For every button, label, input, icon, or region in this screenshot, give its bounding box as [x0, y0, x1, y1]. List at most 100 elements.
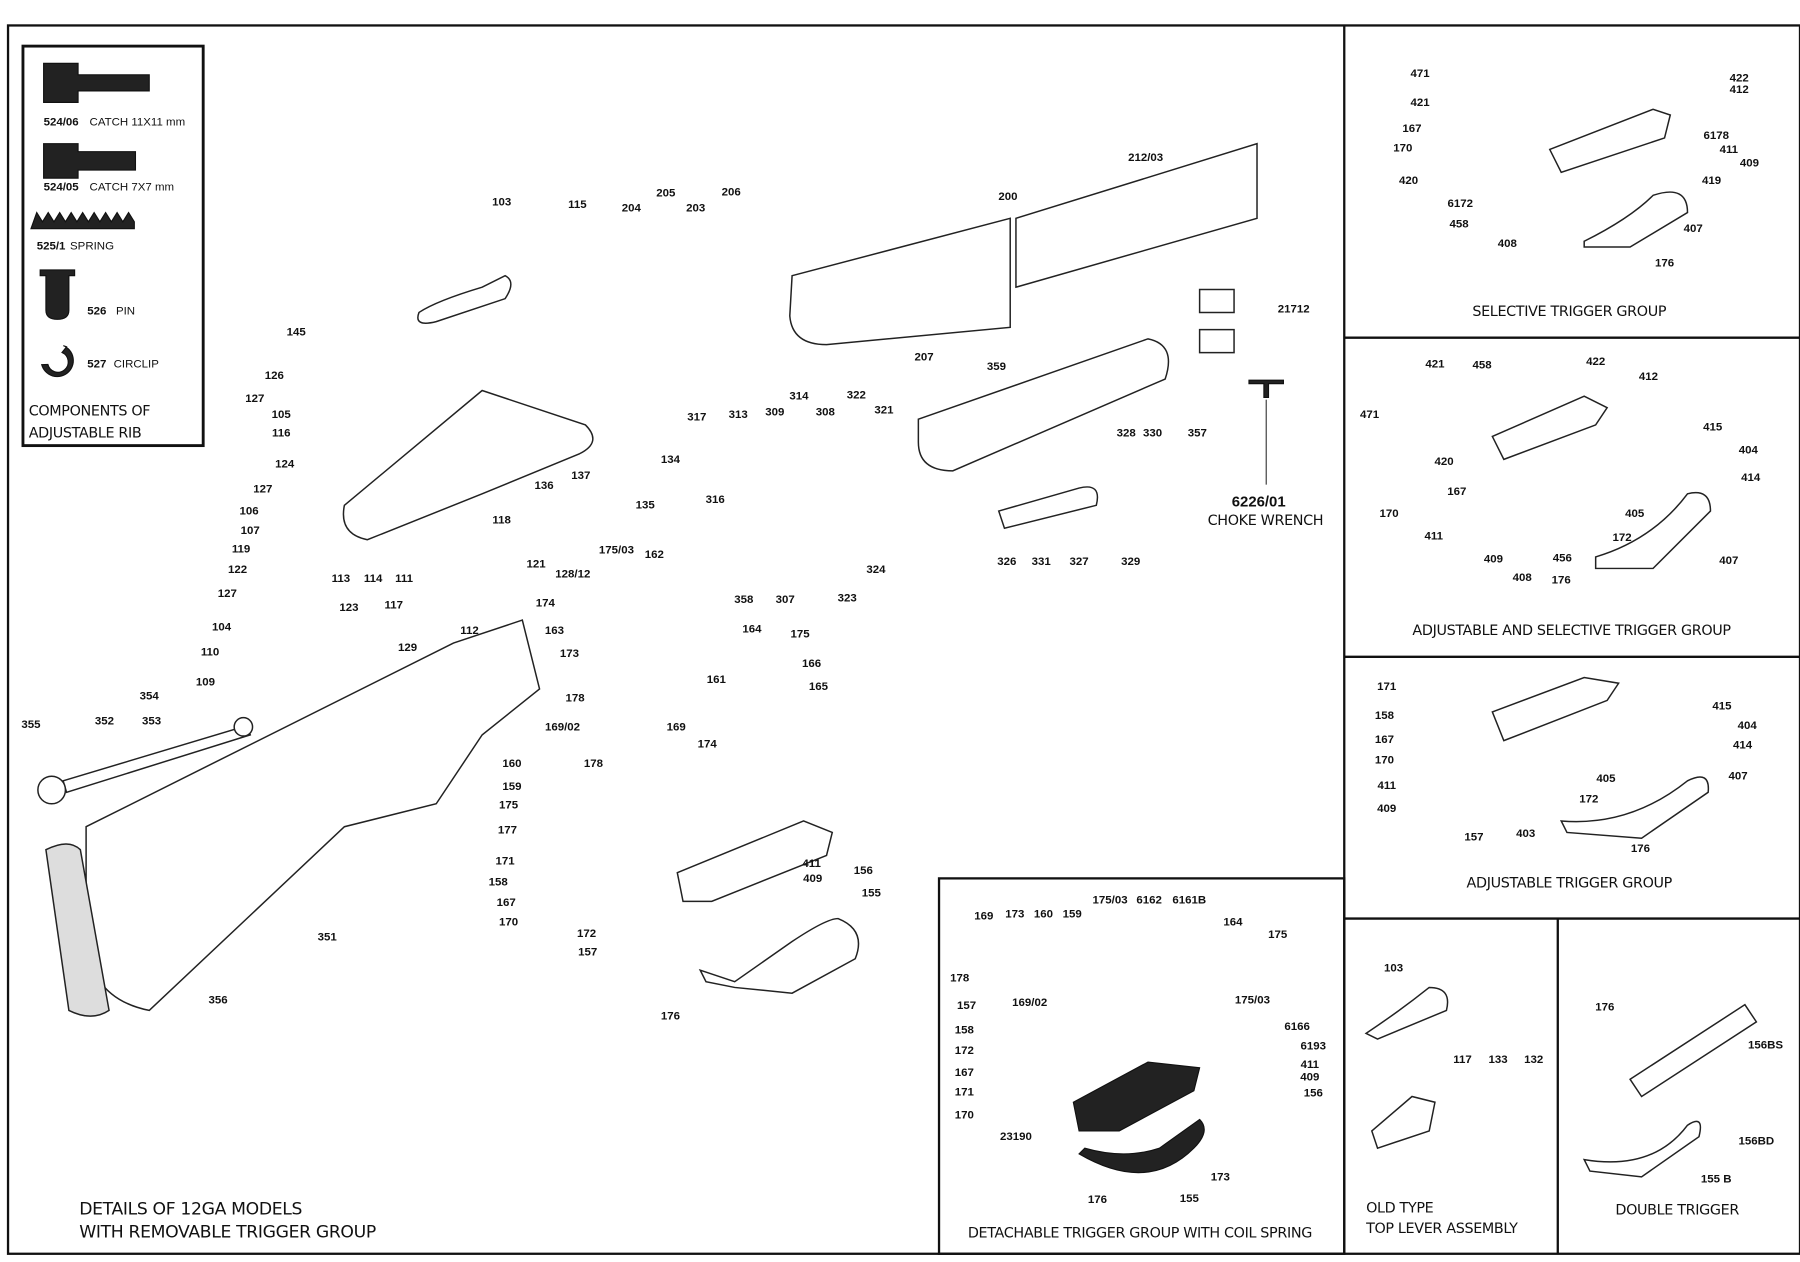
part-label-adjustable-selective: 170 [1379, 508, 1398, 520]
part-label-main: 358 [734, 594, 754, 606]
part-label-main: 314 [789, 391, 809, 403]
part-label-selective: 458 [1449, 218, 1469, 230]
part-label-selective: 176 [1655, 258, 1674, 270]
part-label-detachable: 171 [955, 1086, 975, 1098]
part-label-detachable: 157 [957, 1000, 976, 1012]
part-label-detachable: 6166 [1284, 1021, 1310, 1033]
part-label-main: 317 [687, 411, 706, 423]
part-label-main: 135 [636, 500, 656, 512]
part-label-main: 169/02 [545, 721, 580, 733]
part-label-main: 136 [535, 480, 554, 492]
part-label-main: 206 [722, 186, 741, 198]
part-label-main: 205 [656, 187, 676, 199]
part-label-double-trigger: 176 [1595, 1001, 1614, 1013]
part-label-double-trigger: 156BD [1739, 1136, 1775, 1148]
part-label-adjustable: 176 [1631, 843, 1650, 855]
part-label-main: 21712 [1278, 303, 1310, 315]
part-label-main: 137 [571, 470, 590, 482]
old-type-title-line1: OLD TYPE [1366, 1200, 1434, 1216]
shotgun-exploded-view [37, 142, 1284, 1017]
part-label-main: 175 [499, 799, 519, 811]
part-label-main: 327 [1070, 556, 1089, 568]
part-label-selective: 412 [1730, 84, 1749, 96]
part-label-detachable: 173 [1005, 908, 1024, 920]
part-label-main: 204 [622, 202, 642, 214]
part-label-detachable: 156 [1304, 1087, 1323, 1099]
part-label-selective: 407 [1684, 223, 1703, 235]
svg-text:525/1: 525/1 [37, 240, 66, 252]
part-label-main: 124 [275, 458, 295, 470]
part-label-main: 178 [584, 758, 604, 770]
part-label-main: 171 [496, 856, 516, 868]
part-label-main: 329 [1121, 556, 1140, 568]
part-label-main: 164 [742, 624, 762, 636]
part-label-adjustable-selective: 412 [1639, 371, 1658, 383]
part-label-adjustable: 405 [1596, 773, 1616, 785]
part-label-main: 156 [854, 865, 873, 877]
main-caption-line2: WITH REMOVABLE TRIGGER GROUP [79, 1223, 376, 1243]
part-label-main: 322 [847, 390, 866, 402]
part-label-main: 212/03 [1128, 152, 1163, 164]
part-label-main: 166 [802, 658, 821, 670]
part-label-selective: 422 [1730, 73, 1749, 85]
part-label-old-type: 117 [1453, 1054, 1472, 1066]
part-label-adjustable-selective: 409 [1484, 554, 1503, 566]
part-label-main: 109 [196, 677, 215, 689]
part-label-detachable: 170 [955, 1109, 974, 1121]
detachable-title: DETACHABLE TRIGGER GROUP WITH COIL SPRIN… [968, 1226, 1312, 1242]
part-label-detachable: 411 [1301, 1059, 1320, 1071]
part-label-main: 316 [706, 494, 725, 506]
rib-components-icons [30, 62, 150, 378]
part-label-adjustable: 407 [1728, 771, 1747, 783]
part-label-adjustable: 171 [1377, 681, 1397, 693]
part-label-detachable: 167 [955, 1067, 974, 1079]
stock [85, 619, 541, 1012]
part-label-main: 117 [384, 600, 403, 612]
part-label-main: 127 [245, 393, 264, 405]
part-label-adjustable-selective: 415 [1703, 422, 1723, 434]
part-label-main: 170 [499, 916, 518, 928]
part-label-adjustable: 170 [1375, 755, 1394, 767]
part-label-main: 323 [838, 593, 857, 605]
part-label-main: 119 [232, 543, 251, 555]
part-label-adjustable: 158 [1375, 710, 1395, 722]
part-label-adjustable: 414 [1733, 740, 1753, 752]
part-label-adjustable-selective: 404 [1739, 445, 1759, 457]
part-label-adjustable: 403 [1516, 828, 1535, 840]
forend-iron [997, 486, 1099, 530]
svg-text:524/06: 524/06 [44, 116, 79, 128]
part-label-main: 159 [502, 781, 521, 793]
part-label-detachable: 159 [1063, 908, 1082, 920]
part-label-main: 165 [809, 681, 829, 693]
part-label-adjustable-selective: 167 [1447, 486, 1466, 498]
part-label-adjustable-selective: 176 [1552, 574, 1571, 586]
part-label-main: 114 [364, 573, 383, 585]
svg-text:524/05: 524/05 [44, 182, 80, 194]
part-label-selective: 167 [1402, 123, 1421, 135]
part-label-detachable: 175/03 [1093, 895, 1128, 907]
choke-wrench-code: 6226/01 [1232, 493, 1286, 510]
adjustable-selective-title: ADJUSTABLE AND SELECTIVE TRIGGER GROUP [1412, 623, 1731, 639]
top-lever [417, 274, 512, 324]
part-label-main: 173 [560, 648, 579, 660]
pin-icon [39, 269, 76, 320]
double-trigger-title: DOUBLE TRIGGER [1615, 1203, 1739, 1219]
rib-title-line1: COMPONENTS OF [29, 404, 151, 420]
part-label-detachable: 176 [1088, 1194, 1107, 1206]
part-label-adjustable-selective: 458 [1472, 360, 1492, 372]
part-label-main: 309 [765, 407, 784, 419]
part-label-selective: 420 [1399, 175, 1418, 187]
part-label-adjustable-selective: 422 [1586, 356, 1605, 368]
part-label-double-trigger: 155 B [1701, 1174, 1732, 1186]
old-type-title-line2: TOP LEVER ASSEMBLY [1365, 1221, 1518, 1237]
svg-text:527: 527 [87, 359, 106, 371]
part-label-main: 328 [1117, 427, 1137, 439]
part-label-selective: 471 [1410, 68, 1430, 80]
part-label-main: 106 [240, 505, 259, 517]
part-label-main: 127 [253, 484, 272, 496]
catch-11x11-icon [43, 62, 150, 103]
